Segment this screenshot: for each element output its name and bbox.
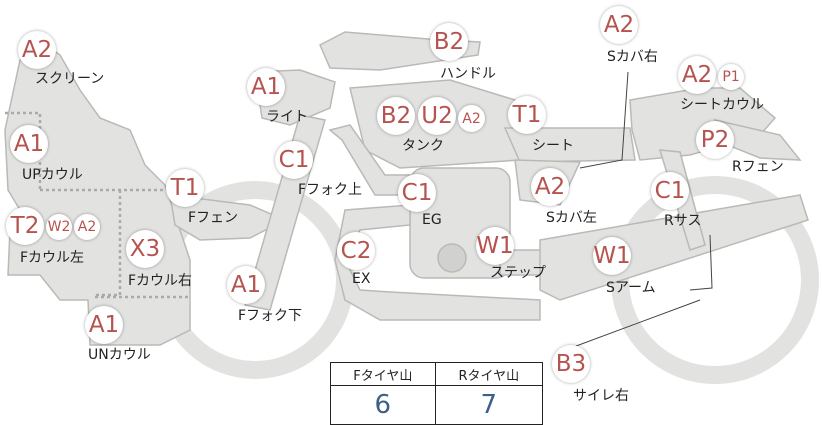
light-code-badge: A1 (247, 68, 285, 106)
f-cowl-left-code-badge-1: T2 (6, 207, 44, 245)
un-cowl-code-badge: A1 (85, 306, 123, 344)
f-cowl-right-label: Fカウル右 (128, 273, 193, 289)
screen-code-badge: A2 (18, 31, 56, 69)
tire-tread-table: Fタイヤ山 Rタイヤ山 6 7 (330, 362, 544, 425)
exhaust-code-badge: C2 (337, 232, 375, 270)
exhaust-shape (334, 204, 541, 321)
tank-code-badge-1: B2 (377, 97, 415, 135)
r-sus-code-badge: C1 (651, 172, 689, 210)
step-code-badge: W1 (476, 227, 514, 265)
rear-tire-header: Rタイヤ山 (434, 362, 544, 386)
un-cowl-label: UNカウル (88, 347, 151, 363)
s-cover-right-label: Sカバ右 (607, 49, 658, 65)
engine-code-badge: C1 (398, 174, 436, 212)
front-tire-header: Fタイヤ山 (330, 362, 436, 386)
f-fender-label: Fフェン (188, 210, 239, 226)
rear-tire-value: 7 (434, 385, 544, 425)
handle-code-badge: B2 (430, 23, 468, 61)
tank-code-badge-3: A2 (458, 105, 485, 132)
f-cowl-left-label: Fカウル左 (20, 250, 85, 266)
f-cowl-left-code-badge-3: A2 (74, 214, 100, 240)
handle-label: ハンドル (440, 66, 496, 82)
seat-cowl-code-badge-1: A2 (678, 56, 716, 94)
front-tire-value: 6 (330, 385, 436, 425)
up-cowl-code-badge: A1 (10, 125, 48, 163)
f-fork-lower-label: Fフォク下 (238, 308, 303, 324)
front-fender-shape (169, 194, 287, 241)
engine-label: EG (422, 212, 442, 228)
s-arm-label: Sアーム (606, 280, 656, 296)
s-cover-right-code-badge: A2 (600, 6, 638, 44)
s-cover-left-label: Sカバ左 (546, 210, 597, 226)
seat-code-badge: T1 (508, 96, 546, 134)
silencer-right-label: サイレ右 (573, 388, 629, 404)
s-cover-left-code-badge: A2 (531, 168, 569, 206)
silencer-right-code-badge: B3 (552, 345, 590, 383)
front-cowl-shape (4, 39, 191, 346)
r-sus-label: Rサス (664, 213, 702, 229)
seat-cowl-code-badge-2: P1 (718, 64, 744, 90)
seat-cowl-label: シートカウル (680, 97, 764, 113)
up-cowl-label: UPカウル (22, 167, 83, 183)
f-fork-lower-code-badge: A1 (227, 266, 265, 304)
f-fork-upper-code-badge: C1 (275, 141, 313, 179)
r-fender-label: Rフェン (732, 159, 784, 175)
exhaust-label: EX (352, 271, 371, 287)
r-fender-code-badge: P2 (696, 121, 734, 159)
s-arm-code-badge: W1 (593, 237, 631, 275)
f-fork-upper-label: Fフォク上 (298, 182, 363, 198)
tank-label: タンク (402, 138, 444, 154)
screen-label: スクリーン (35, 71, 105, 87)
tank-code-badge-2: U2 (418, 97, 456, 135)
light-label: ライト (266, 109, 308, 125)
seat-shape (503, 127, 636, 163)
f-cowl-left-code-badge-2: W2 (46, 214, 72, 240)
step-label: ステップ (490, 265, 546, 281)
f-cowl-right-code-badge: X3 (126, 230, 164, 268)
f-fender-code-badge: T1 (166, 169, 204, 207)
seat-label: シート (532, 138, 574, 154)
